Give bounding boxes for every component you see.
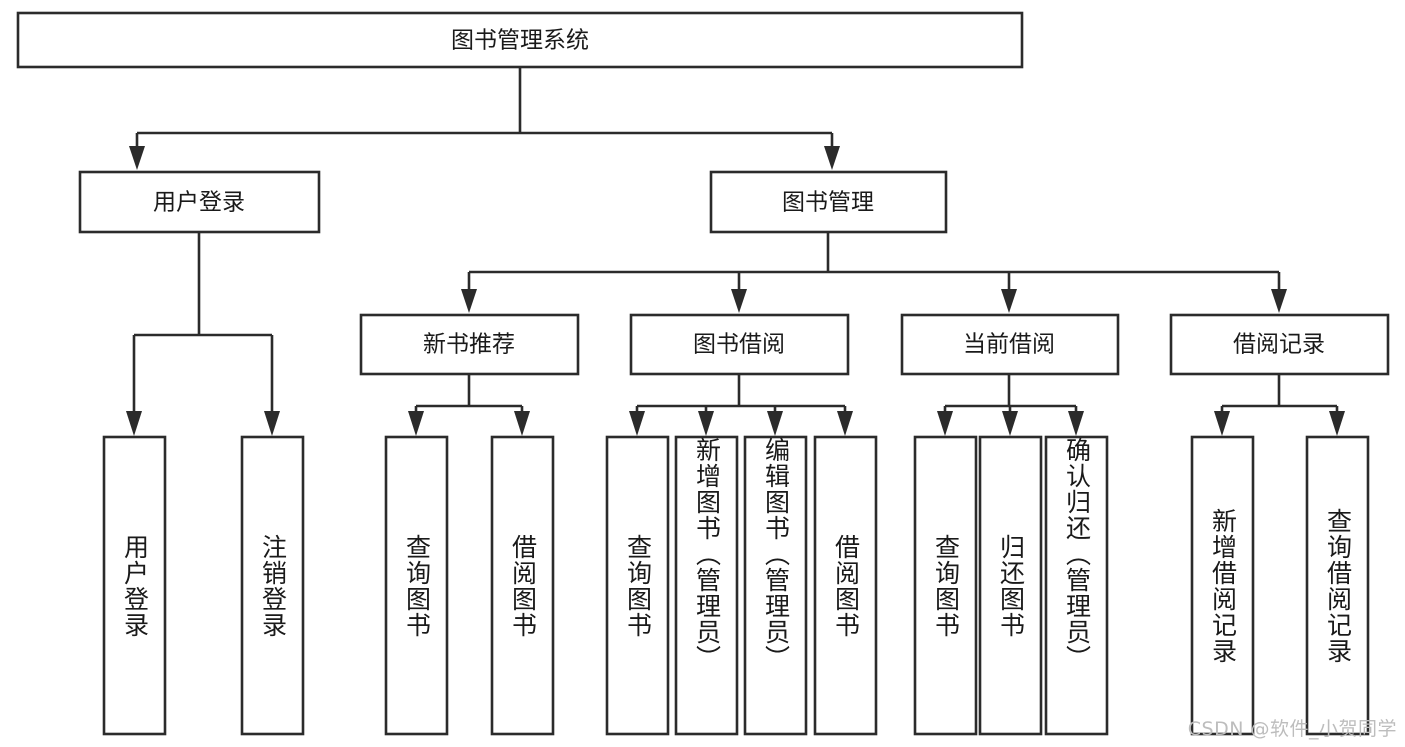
node-borrow-record[interactable]: 借阅记录: [1169, 313, 1390, 376]
leaf-box-add-borrow-record[interactable]: [1190, 435, 1255, 736]
node-user-login-label: 用户登录: [153, 190, 245, 216]
leaf-box-borrow-book-nb[interactable]: [490, 435, 555, 736]
node-current-borrow-label: 当前借阅: [963, 332, 1055, 358]
watermark: CSDN @软件_小贺同学: [1187, 718, 1397, 740]
node-root[interactable]: 图书管理系统: [16, 11, 1024, 69]
connector-bookborrow-to-leaves: [629, 374, 853, 436]
leaf-box-confirm-return-admin[interactable]: [1044, 435, 1109, 736]
leaf-box-borrow-book-bb[interactable]: [813, 435, 878, 736]
connector-root-to-level2: [129, 67, 840, 170]
leaf-box-return-book[interactable]: [978, 435, 1043, 736]
node-book-borrow[interactable]: 图书借阅: [629, 313, 850, 376]
node-book-borrow-label: 图书借阅: [693, 332, 785, 358]
connector-currentborrow-to-leaves: [937, 374, 1084, 436]
leaf-box-query-book-bb[interactable]: [605, 435, 670, 736]
leaf-box-logout[interactable]: [240, 435, 305, 736]
connector-newbook-to-leaves: [408, 374, 530, 436]
leaf-box-query-book-cb[interactable]: [913, 435, 978, 736]
node-user-login[interactable]: 用户登录: [78, 170, 321, 234]
connector-userlogin-to-leaves: [126, 232, 280, 436]
node-borrow-record-label: 借阅记录: [1233, 332, 1325, 358]
node-new-book-recommend-label: 新书推荐: [423, 332, 515, 358]
node-root-label: 图书管理系统: [451, 28, 589, 54]
leaf-box-edit-book-admin[interactable]: [743, 435, 808, 736]
connector-borrowrecord-to-leaves: [1214, 374, 1345, 436]
node-book-management[interactable]: 图书管理: [709, 170, 948, 234]
leaf-box-user-login[interactable]: [102, 435, 167, 736]
node-new-book-recommend[interactable]: 新书推荐: [359, 313, 580, 376]
connector-bookmgmt-to-level3: [461, 232, 1287, 313]
leaf-box-query-borrow-record[interactable]: [1305, 435, 1370, 736]
leaf-box-add-book-admin[interactable]: [674, 435, 739, 736]
node-current-borrow[interactable]: 当前借阅: [900, 313, 1120, 376]
leaf-box-query-book-nb[interactable]: [384, 435, 449, 736]
node-book-management-label: 图书管理: [782, 190, 874, 216]
